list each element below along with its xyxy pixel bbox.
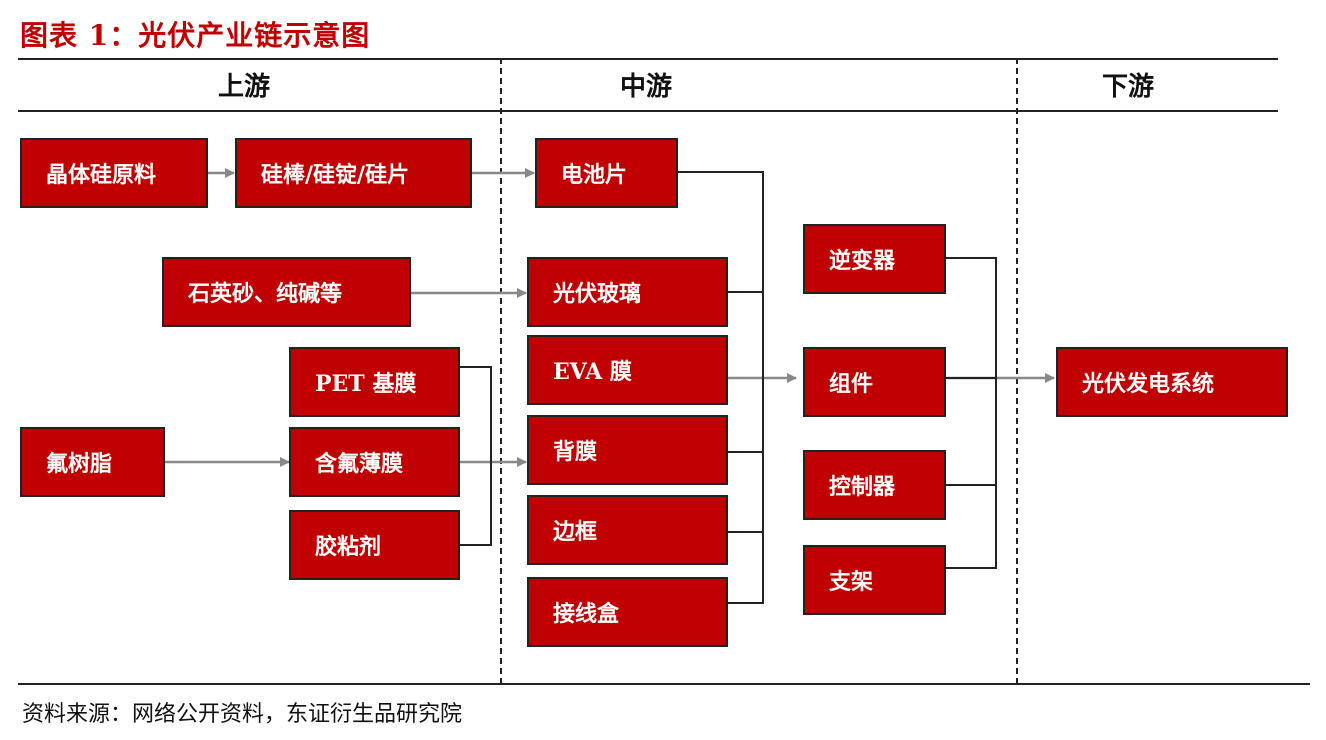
box-inverter: 逆变器: [803, 224, 946, 294]
column-heading-downstream: 下游: [1101, 72, 1154, 102]
box-module: 组件: [803, 347, 946, 417]
figure-title: 图表 1：光伏产业链示意图: [20, 19, 371, 52]
column-heading-midstream: 中游: [619, 72, 672, 102]
column-heading-upstream: 上游: [217, 72, 270, 102]
box-junction-box: 接线盒: [527, 577, 728, 647]
box-silicon-rod-ingot-wafer: 硅棒/硅锭/硅片: [235, 138, 472, 208]
box-backsheet: 背膜: [527, 415, 728, 485]
source-note: 资料来源：网络公开资料，东证衍生品研究院: [22, 702, 463, 727]
top-rule: [18, 58, 1278, 60]
box-pv-system: 光伏发电系统: [1056, 347, 1288, 417]
box-controller: 控制器: [803, 450, 946, 520]
box-bracket: 支架: [803, 545, 946, 615]
box-solar-cell: 电池片: [535, 138, 678, 208]
bracket-bos: [946, 257, 997, 569]
box-adhesive: 胶粘剂: [289, 510, 460, 580]
bottom-rule: [18, 683, 1310, 685]
box-pet-film: PET 基膜: [289, 347, 460, 417]
box-fluororesin: 氟树脂: [20, 427, 165, 497]
divider-upstream-midstream: [500, 58, 502, 684]
divider-midstream-downstream: [1016, 58, 1018, 684]
box-crystalline-silicon: 晶体硅原料: [20, 138, 208, 208]
box-frame: 边框: [527, 495, 728, 565]
bracket-midstream-components: [678, 171, 764, 604]
box-quartz-sand-soda-ash: 石英砂、纯碱等: [162, 257, 411, 327]
header-rule: [18, 110, 1278, 112]
box-fluorine-film: 含氟薄膜: [289, 427, 460, 497]
bracket-backsheet-materials: [460, 366, 492, 546]
box-pv-glass: 光伏玻璃: [527, 257, 728, 327]
box-eva-film: EVA 膜: [527, 335, 728, 405]
